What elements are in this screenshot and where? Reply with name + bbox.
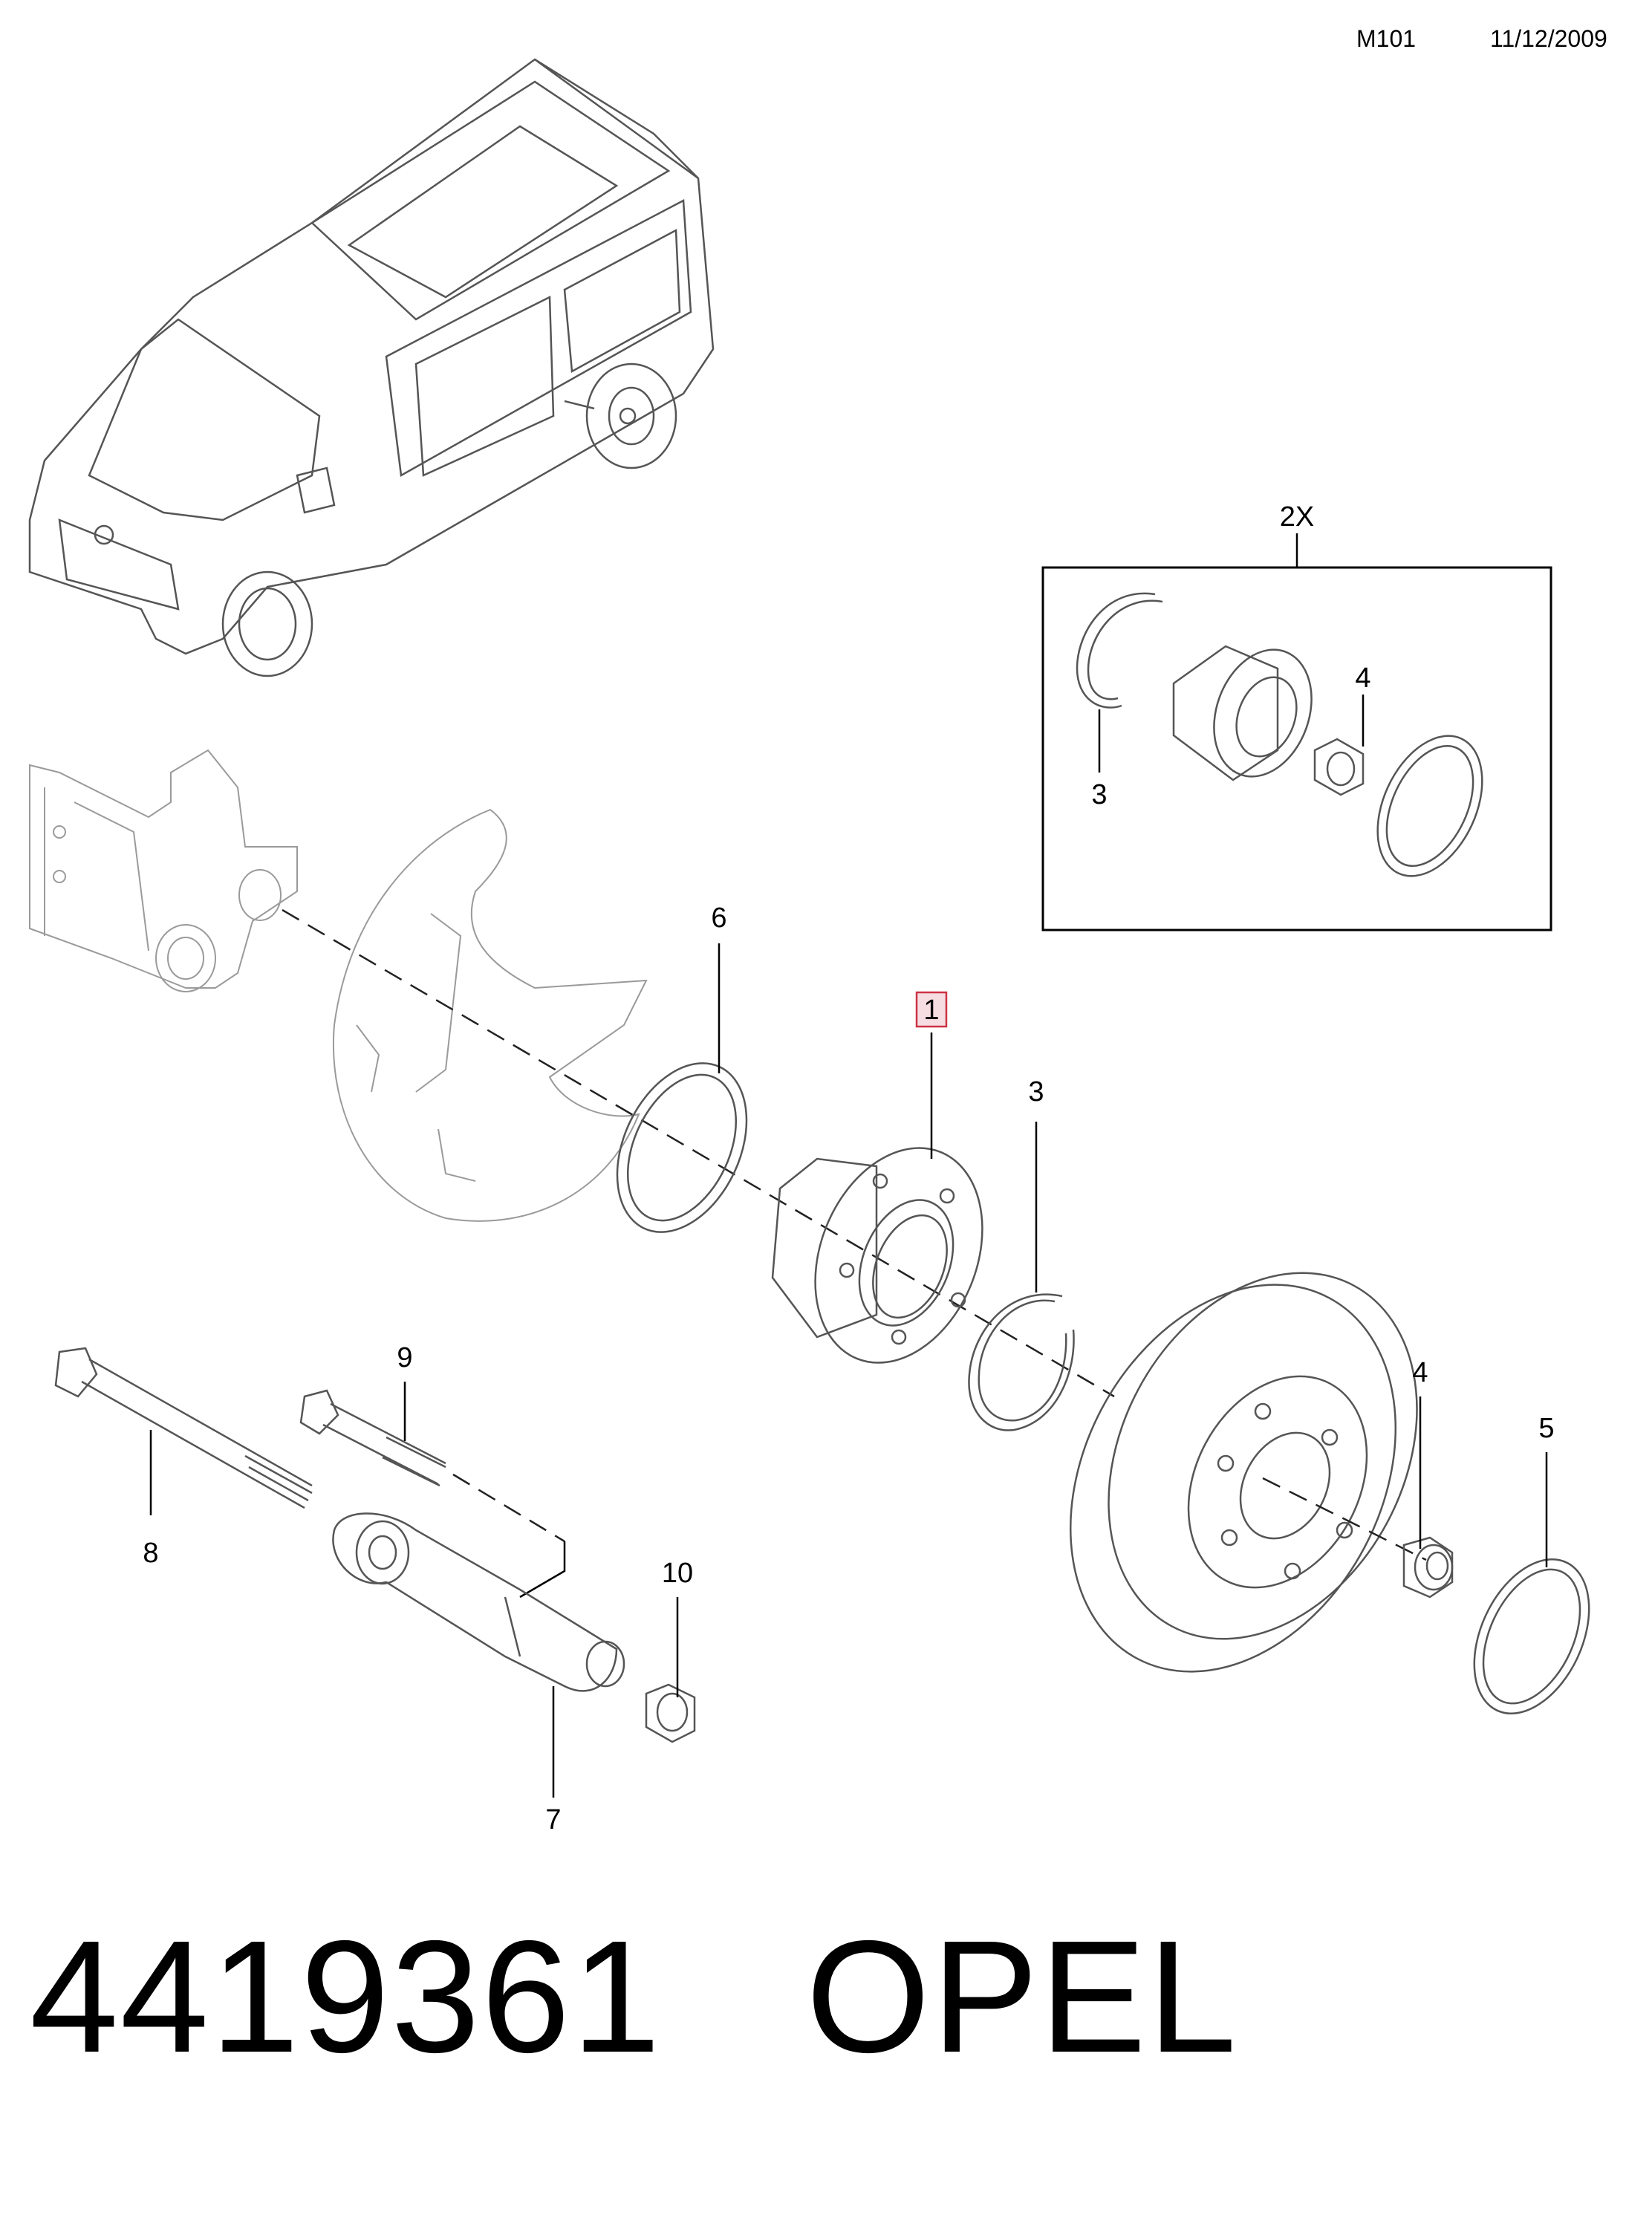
callout-5: 5 — [1538, 1413, 1554, 1444]
bolt-bracket-line — [519, 1541, 566, 1599]
callout-4-kit: 4 — [1355, 663, 1370, 694]
assembly-axis-line — [282, 908, 1115, 1398]
bolt-axis-line — [452, 1473, 565, 1543]
brake-disc — [1069, 1272, 1418, 1673]
part-6-seal-ring — [616, 1062, 748, 1233]
brake-backing-plate — [332, 808, 648, 1222]
callout-3-kit: 3 — [1091, 779, 1107, 810]
callout-1-highlight — [915, 991, 948, 1028]
callout-2x: 2X — [1280, 501, 1314, 533]
callout-6: 6 — [711, 903, 726, 934]
part-7-shock-absorber — [332, 1512, 625, 1692]
callout-4: 4 — [1412, 1357, 1428, 1388]
callout-9: 9 — [397, 1342, 412, 1373]
part-9-short-bolt — [299, 1389, 446, 1487]
diagram-code: M101 — [1356, 25, 1417, 52]
callout-8: 8 — [143, 1538, 158, 1569]
part-4-hub-nut — [1402, 1536, 1454, 1599]
callout-1: 1 — [923, 995, 939, 1026]
van-illustration — [28, 58, 715, 677]
part-5-cap-ring — [1473, 1558, 1590, 1715]
part-1-wheel-hub — [771, 1147, 983, 1364]
bearing-kit-inset — [1041, 533, 1552, 931]
axle-knuckle-assembly — [29, 749, 298, 992]
callout-7: 7 — [545, 1804, 561, 1835]
brand-name: OPEL — [806, 1907, 1238, 2086]
callout-3: 3 — [1028, 1076, 1044, 1108]
callout-10: 10 — [662, 1558, 693, 1589]
part-10-nut — [645, 1683, 696, 1743]
part-number: 4419361 — [30, 1907, 663, 2086]
diagram-date: 11/12/2009 — [1490, 25, 1607, 52]
part-3-circlip — [968, 1293, 1075, 1431]
part-8-long-bolt — [54, 1347, 313, 1509]
brand-emblem-icon — [94, 524, 114, 545]
disc-axis-line — [1262, 1477, 1427, 1561]
